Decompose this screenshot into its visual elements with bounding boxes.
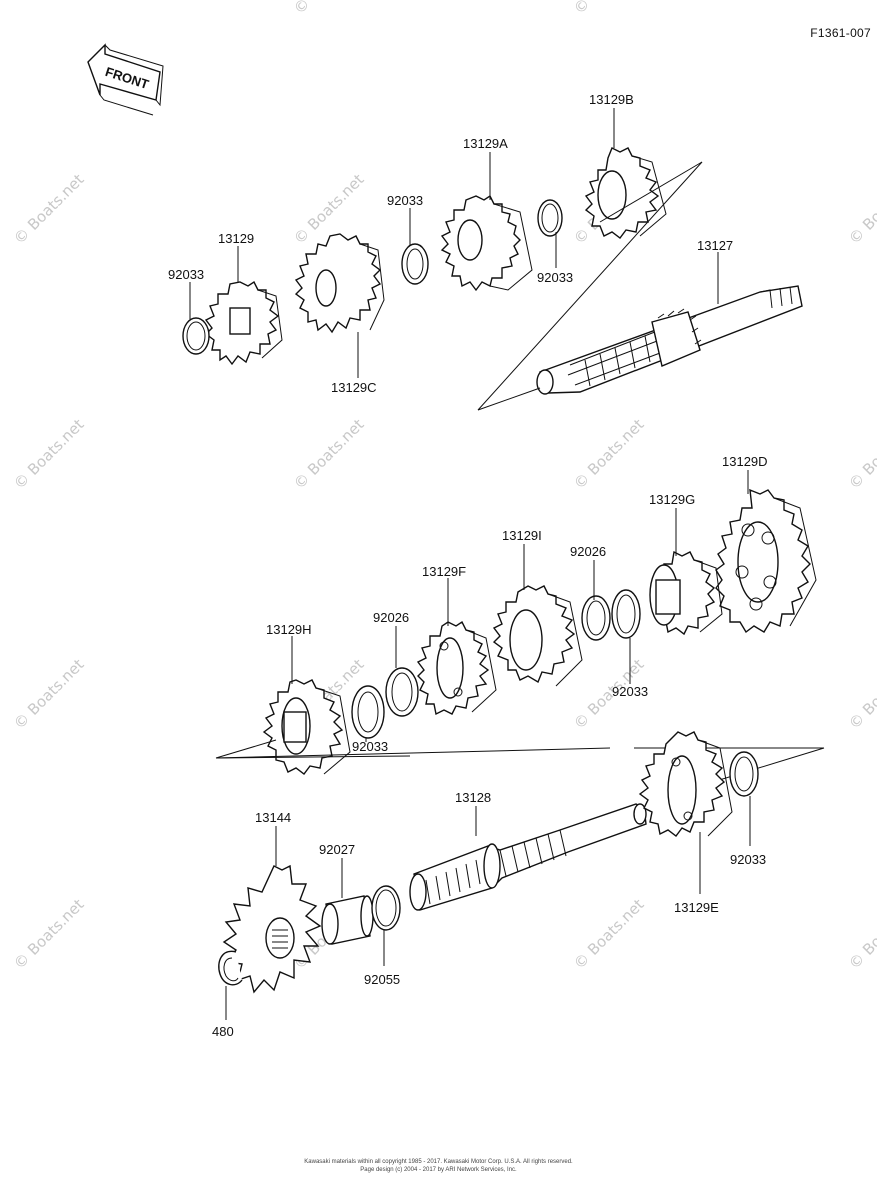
snap-ring-92033-lower	[351, 685, 385, 739]
svg-text:© Boats.net: © Boats.net	[10, 415, 88, 493]
svg-text:© Boats.net: © Boats.net	[10, 655, 88, 733]
gear-13129D	[715, 488, 817, 634]
label-13129G: 13129G	[649, 492, 695, 507]
copyright-line-1: Kawasaki materials within all copyright …	[304, 1159, 573, 1165]
label-92027: 92027	[319, 842, 355, 857]
label-13129H: 13129H	[266, 622, 312, 637]
label-13129E: 13129E	[674, 900, 719, 915]
gear-13129C	[294, 233, 385, 334]
label-92026-a: 92026	[570, 544, 606, 559]
shaft-13127	[536, 285, 803, 395]
svg-text:© Boats.net: © Boats.net	[290, 415, 368, 493]
watermark-layer: © Boats.net © Boats.net © Boats.net © Bo…	[10, 0, 877, 973]
label-13127: 13127	[697, 238, 733, 253]
label-13128: 13128	[455, 790, 491, 805]
label-92055: 92055	[364, 972, 400, 987]
front-arrow-icon: FRONT	[87, 43, 164, 116]
label-480: 480	[212, 1024, 234, 1039]
collar-92027	[321, 895, 374, 945]
gear-13129H	[262, 679, 351, 775]
svg-text:© Boats.net: © Boats.net	[290, 0, 368, 18]
svg-text:© Boats.net: © Boats.net	[570, 0, 648, 18]
shaft-13128	[409, 803, 647, 911]
svg-text:© Boats.net: © Boats.net	[845, 895, 877, 973]
washer-92026-left	[385, 667, 419, 717]
gear-13129G	[649, 550, 723, 636]
label-13129I: 13129I	[502, 528, 542, 543]
label-13129A: 13129A	[463, 136, 508, 151]
svg-text:© Boats.net: © Boats.net	[845, 655, 877, 733]
label-13129B: 13129B	[589, 92, 634, 107]
label-13129F: 13129F	[422, 564, 466, 579]
svg-text:© Boats.net: © Boats.net	[10, 895, 88, 973]
snap-ring-92033-bottom	[729, 751, 759, 797]
label-92026-b: 92026	[373, 610, 409, 625]
svg-text:© Boats.net: © Boats.net	[845, 170, 877, 248]
sprocket-13144	[222, 864, 322, 994]
snap-ring-92033-center	[401, 243, 429, 285]
circlip-480	[218, 950, 243, 986]
leader-lines-middle	[291, 470, 749, 742]
label-13129: 13129	[218, 231, 254, 246]
o-ring-92055	[371, 885, 401, 931]
snap-ring-92033-mid	[611, 589, 641, 639]
label-13129C: 13129C	[331, 380, 377, 395]
label-92033-e: 92033	[352, 739, 388, 754]
label-92033-c: 92033	[537, 270, 573, 285]
gear-13129F	[416, 620, 497, 716]
gear-13129A	[440, 194, 533, 292]
guide-lines-top	[477, 161, 703, 411]
svg-text:© Boats.net: © Boats.net	[845, 415, 877, 493]
leader-lines-bottom	[225, 796, 751, 1020]
svg-text:© Boats.net: © Boats.net	[570, 415, 648, 493]
svg-text:© Boats.net: © Boats.net	[570, 895, 648, 973]
label-92033-f: 92033	[730, 852, 766, 867]
snap-ring-92033-left	[182, 317, 210, 355]
gear-13129B	[584, 147, 667, 239]
label-13144: 13144	[255, 810, 291, 825]
gear-13129	[204, 280, 283, 366]
label-92033-b: 92033	[168, 267, 204, 282]
copyright-line-2: Page design (c) 2004 - 2017 by ARI Netwo…	[360, 1167, 517, 1173]
label-13129D: 13129D	[722, 454, 768, 469]
guide-lines-middle	[215, 739, 611, 759]
washer-92026-right	[581, 595, 611, 641]
part-labels: 13129B 13129A 92033 13129 92033 92033 13…	[168, 92, 768, 1039]
copyright-footer: Kawasaki materials within all copyright …	[0, 1158, 877, 1174]
svg-text:© Boats.net: © Boats.net	[10, 170, 88, 248]
gear-13129E	[638, 731, 733, 837]
leader-lines-top	[189, 108, 719, 378]
page-code: F1361-007	[810, 26, 871, 40]
gear-13129I	[492, 585, 583, 687]
label-92033-d: 92033	[612, 684, 648, 699]
label-92033-a: 92033	[387, 193, 423, 208]
snap-ring-92033-right	[537, 199, 563, 237]
